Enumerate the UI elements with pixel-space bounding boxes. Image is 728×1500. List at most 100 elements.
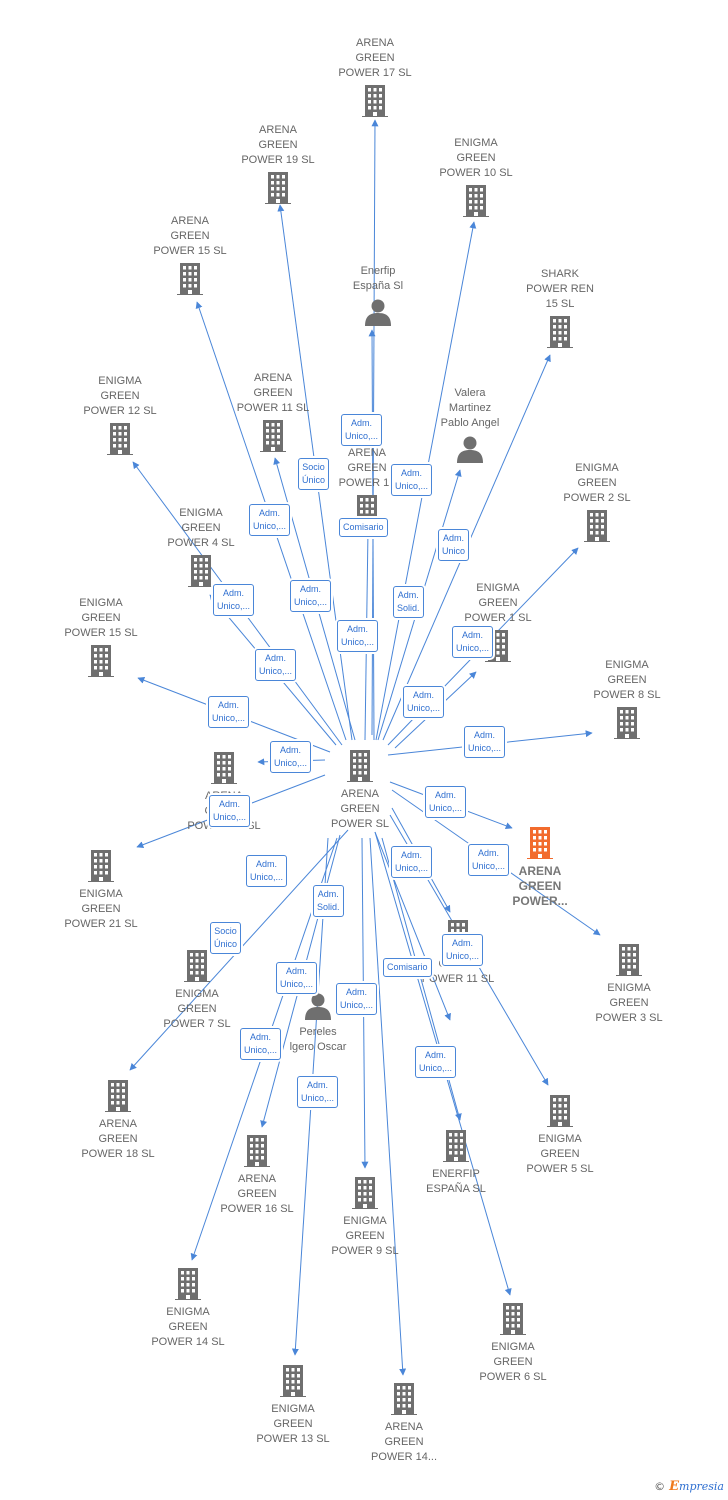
edge-label[interactable]: Adm. Unico,...: [213, 584, 255, 616]
node-eg15[interactable]: ENIGMA GREEN POWER 15 SL: [41, 596, 161, 682]
edge-label[interactable]: Adm. Unico,...: [391, 846, 433, 878]
node-eg5[interactable]: ENIGMA GREEN POWER 5 SL: [500, 1095, 620, 1177]
node-eg4[interactable]: ENIGMA GREEN POWER 4 SL: [141, 506, 261, 592]
edge-label[interactable]: Adm. Unico,...: [297, 1076, 339, 1108]
building-icon: [500, 1095, 620, 1132]
node-label: ARENA GREEN POWER 17 SL: [338, 37, 412, 79]
edge-label[interactable]: Adm. Unico,...: [415, 1046, 457, 1078]
node-ag18[interactable]: ARENA GREEN POWER 18 SL: [58, 1080, 178, 1162]
node-ag15[interactable]: ARENA GREEN POWER 15 SL: [130, 214, 250, 300]
node-label: ARENA GREEN POWER 16 SL: [220, 1173, 294, 1215]
node-label: ENIGMA GREEN POWER 3 SL: [595, 982, 663, 1024]
edge-label[interactable]: Adm. Unico,...: [391, 464, 433, 496]
edge-label[interactable]: Comisario: [339, 518, 388, 537]
node-eg14[interactable]: ENIGMA GREEN POWER 14 SL: [128, 1268, 248, 1350]
edge-label[interactable]: Adm. Unico,...: [442, 934, 484, 966]
node-ag17[interactable]: ARENA GREEN POWER 17 SL: [315, 36, 435, 122]
node-label: Pereles lgero Oscar: [289, 1026, 347, 1053]
building-icon: [60, 423, 180, 460]
building-icon: [537, 510, 657, 547]
node-eg7[interactable]: ENIGMA GREEN POWER 7 SL: [137, 950, 257, 1032]
edge-label[interactable]: Adm. Unico,...: [208, 696, 250, 728]
building-icon: [500, 316, 620, 353]
node-valera[interactable]: Valera Martinez Pablo Angel: [410, 386, 530, 468]
edge-label[interactable]: Adm. Unico,...: [270, 741, 312, 773]
building-icon: [141, 555, 261, 592]
edge-label[interactable]: Adm. Unico,...: [276, 962, 318, 994]
node-label: ENIGMA GREEN POWER 10 SL: [439, 137, 513, 179]
person-icon: [410, 435, 530, 468]
building-icon: [41, 645, 161, 682]
edge-label[interactable]: Adm. Unico,...: [209, 795, 251, 827]
node-ag11[interactable]: ARENA GREEN POWER 11 SL: [213, 371, 333, 457]
node-eg6[interactable]: ENIGMA GREEN POWER 6 SL: [453, 1303, 573, 1385]
node-center[interactable]: ARENA GREEN POWER SL: [300, 750, 420, 832]
building-icon: [58, 1080, 178, 1117]
person-icon: [318, 298, 438, 331]
edge-label[interactable]: Adm. Unico,...: [336, 983, 378, 1015]
node-eg8[interactable]: ENIGMA GREEN POWER 8 SL: [567, 658, 687, 744]
brand-name: mpresia: [679, 1480, 724, 1493]
node-shark[interactable]: SHARK POWER REN 15 SL: [500, 267, 620, 353]
node-ag19[interactable]: ARENA GREEN POWER 19 SL: [218, 123, 338, 209]
person-icon: [258, 992, 378, 1025]
node-eg12[interactable]: ENIGMA GREEN POWER 12 SL: [60, 374, 180, 460]
node-eg21[interactable]: ENIGMA GREEN POWER 21 SL: [41, 850, 161, 932]
node-label: ENIGMA GREEN POWER 13 SL: [256, 1403, 330, 1445]
edge-label[interactable]: Adm. Unico,...: [337, 620, 379, 652]
node-ag16[interactable]: ARENA GREEN POWER 16 SL: [197, 1135, 317, 1217]
node-ag14[interactable]: ARENA GREEN POWER 14...: [344, 1383, 464, 1465]
node-pereles[interactable]: Pereles lgero Oscar: [258, 992, 378, 1055]
edge-label[interactable]: Socio Único: [210, 922, 242, 954]
node-enerfip-sl[interactable]: ENERFIP ESPAÑA SL: [396, 1130, 516, 1197]
node-label: ENERFIP ESPAÑA SL: [426, 1168, 486, 1195]
node-eg13[interactable]: ENIGMA GREEN POWER 13 SL: [233, 1365, 353, 1447]
edge-label[interactable]: Comisario: [383, 958, 432, 977]
edge-label[interactable]: Adm. Unico,...: [255, 649, 297, 681]
node-eg10[interactable]: ENIGMA GREEN POWER 10 SL: [416, 136, 536, 222]
node-label: ENIGMA GREEN POWER 15 SL: [64, 597, 138, 639]
edge-label[interactable]: Adm. Unico,...: [403, 686, 445, 718]
node-label: ENIGMA GREEN POWER 4 SL: [167, 507, 235, 549]
building-icon: [315, 85, 435, 122]
edge-label[interactable]: Adm. Unico,...: [341, 414, 383, 446]
edge-label[interactable]: Adm. Unico,...: [425, 786, 467, 818]
edge-label[interactable]: Adm. Solid.: [313, 885, 344, 917]
edge-label[interactable]: Adm. Unico: [438, 529, 470, 561]
node-label: ARENA GREEN POWER...: [512, 864, 568, 908]
building-icon: [567, 707, 687, 744]
edge-label[interactable]: Adm. Unico,...: [468, 844, 510, 876]
edge-line: [374, 831, 451, 1021]
node-label: ARENA GREEN POWER 19 SL: [241, 124, 315, 166]
node-highlight[interactable]: ARENA GREEN POWER...: [480, 827, 600, 909]
building-icon: [137, 950, 257, 987]
edge-label[interactable]: Adm. Unico,...: [249, 504, 291, 536]
brand-initial: E: [669, 1479, 680, 1494]
node-eg9[interactable]: ENIGMA GREEN POWER 9 SL: [305, 1177, 425, 1259]
building-icon: [213, 420, 333, 457]
edge-label[interactable]: Adm. Unico,...: [240, 1028, 282, 1060]
node-label: ENIGMA GREEN POWER 7 SL: [163, 988, 231, 1030]
edge-label[interactable]: Adm. Unico,...: [246, 855, 288, 887]
node-label: ENIGMA GREEN POWER 8 SL: [593, 659, 661, 701]
node-eg3[interactable]: ENIGMA GREEN POWER 3 SL: [569, 944, 689, 1026]
node-label: ENIGMA GREEN POWER 12 SL: [83, 375, 157, 417]
edge-label[interactable]: Adm. Unico,...: [464, 726, 506, 758]
edge-label[interactable]: Socio Único: [298, 458, 330, 490]
edge-label[interactable]: Adm. Unico,...: [452, 626, 494, 658]
node-label: ENIGMA GREEN POWER 21 SL: [64, 888, 138, 930]
node-label: ENIGMA GREEN POWER 6 SL: [479, 1341, 547, 1383]
node-eg2[interactable]: ENIGMA GREEN POWER 2 SL: [537, 461, 657, 547]
building-icon: [344, 1383, 464, 1420]
node-label: ARENA GREEN POWER SL: [330, 788, 390, 830]
edge-label[interactable]: Adm. Unico,...: [290, 580, 332, 612]
edge-label[interactable]: Adm. Solid.: [393, 586, 424, 618]
node-enerfip-pers[interactable]: Enerfip España Sl: [318, 264, 438, 331]
building-icon: [128, 1268, 248, 1305]
building-icon: [480, 827, 600, 864]
copyright-icon: ©: [654, 1480, 666, 1493]
footer-brand: ©Empresia: [654, 1479, 724, 1494]
building-icon: [41, 850, 161, 887]
node-label: ENIGMA GREEN POWER 2 SL: [563, 462, 631, 504]
